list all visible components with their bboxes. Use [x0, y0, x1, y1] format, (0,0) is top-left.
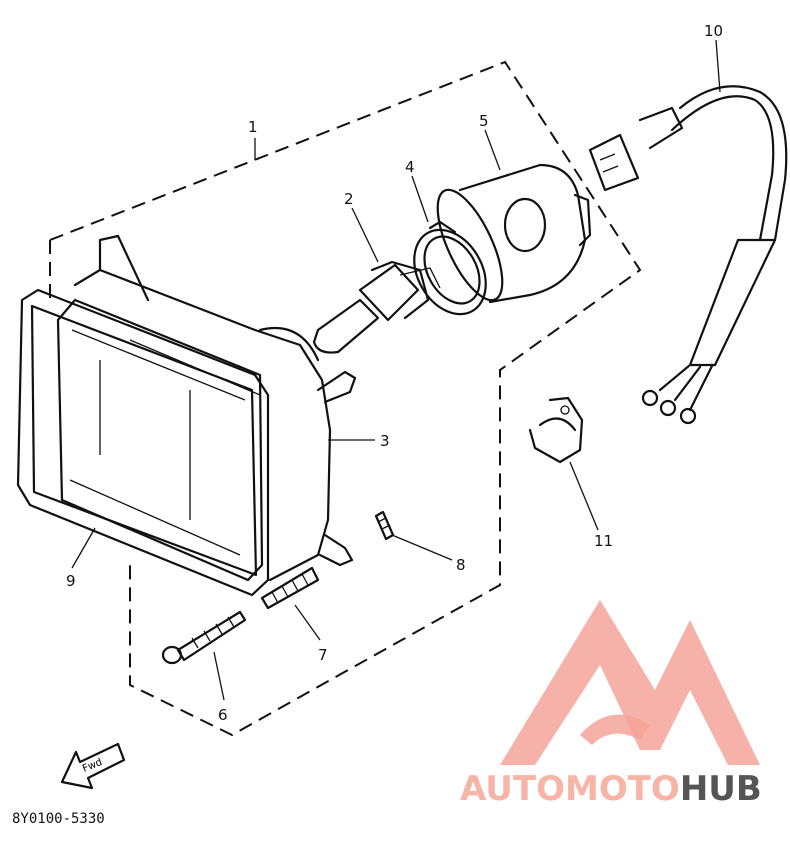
callout-8: 8: [456, 556, 466, 574]
adjust-screw: [161, 610, 247, 665]
callout-5: 5: [479, 112, 489, 130]
callout-2: 2: [344, 190, 354, 208]
dust-cover: [436, 163, 592, 304]
headlight-lens: [56, 298, 264, 582]
wire-harness: [588, 85, 788, 425]
callout-9: 9: [66, 572, 76, 590]
small-spring: [374, 510, 395, 541]
bulb: [312, 260, 441, 354]
callout-7: 7: [318, 646, 328, 664]
forward-arrow: Fwd: [60, 742, 126, 790]
callout-10: 10: [704, 22, 723, 40]
part-code: 8Y0100-5330: [12, 811, 105, 827]
wire-clamp: [528, 396, 584, 464]
spring: [260, 566, 320, 610]
leader-lines: [71, 39, 721, 701]
watermark-text: AUTOMOTOHUB: [460, 769, 762, 809]
callouts: 1 2 3 4 5 6 7 8 9 10 11: [66, 22, 723, 724]
watermark-auto: AUTOMOTOHUB: [460, 769, 762, 809]
watermark-logo: [500, 600, 760, 765]
callout-11: 11: [594, 532, 613, 550]
callout-6: 6: [218, 706, 228, 724]
callout-1: 1: [248, 118, 258, 136]
headlight-housing: [73, 234, 357, 582]
callout-3: 3: [380, 432, 390, 450]
callout-4: 4: [405, 158, 415, 176]
headlight-rim: [16, 288, 270, 597]
assembly-outline: [49, 60, 642, 737]
